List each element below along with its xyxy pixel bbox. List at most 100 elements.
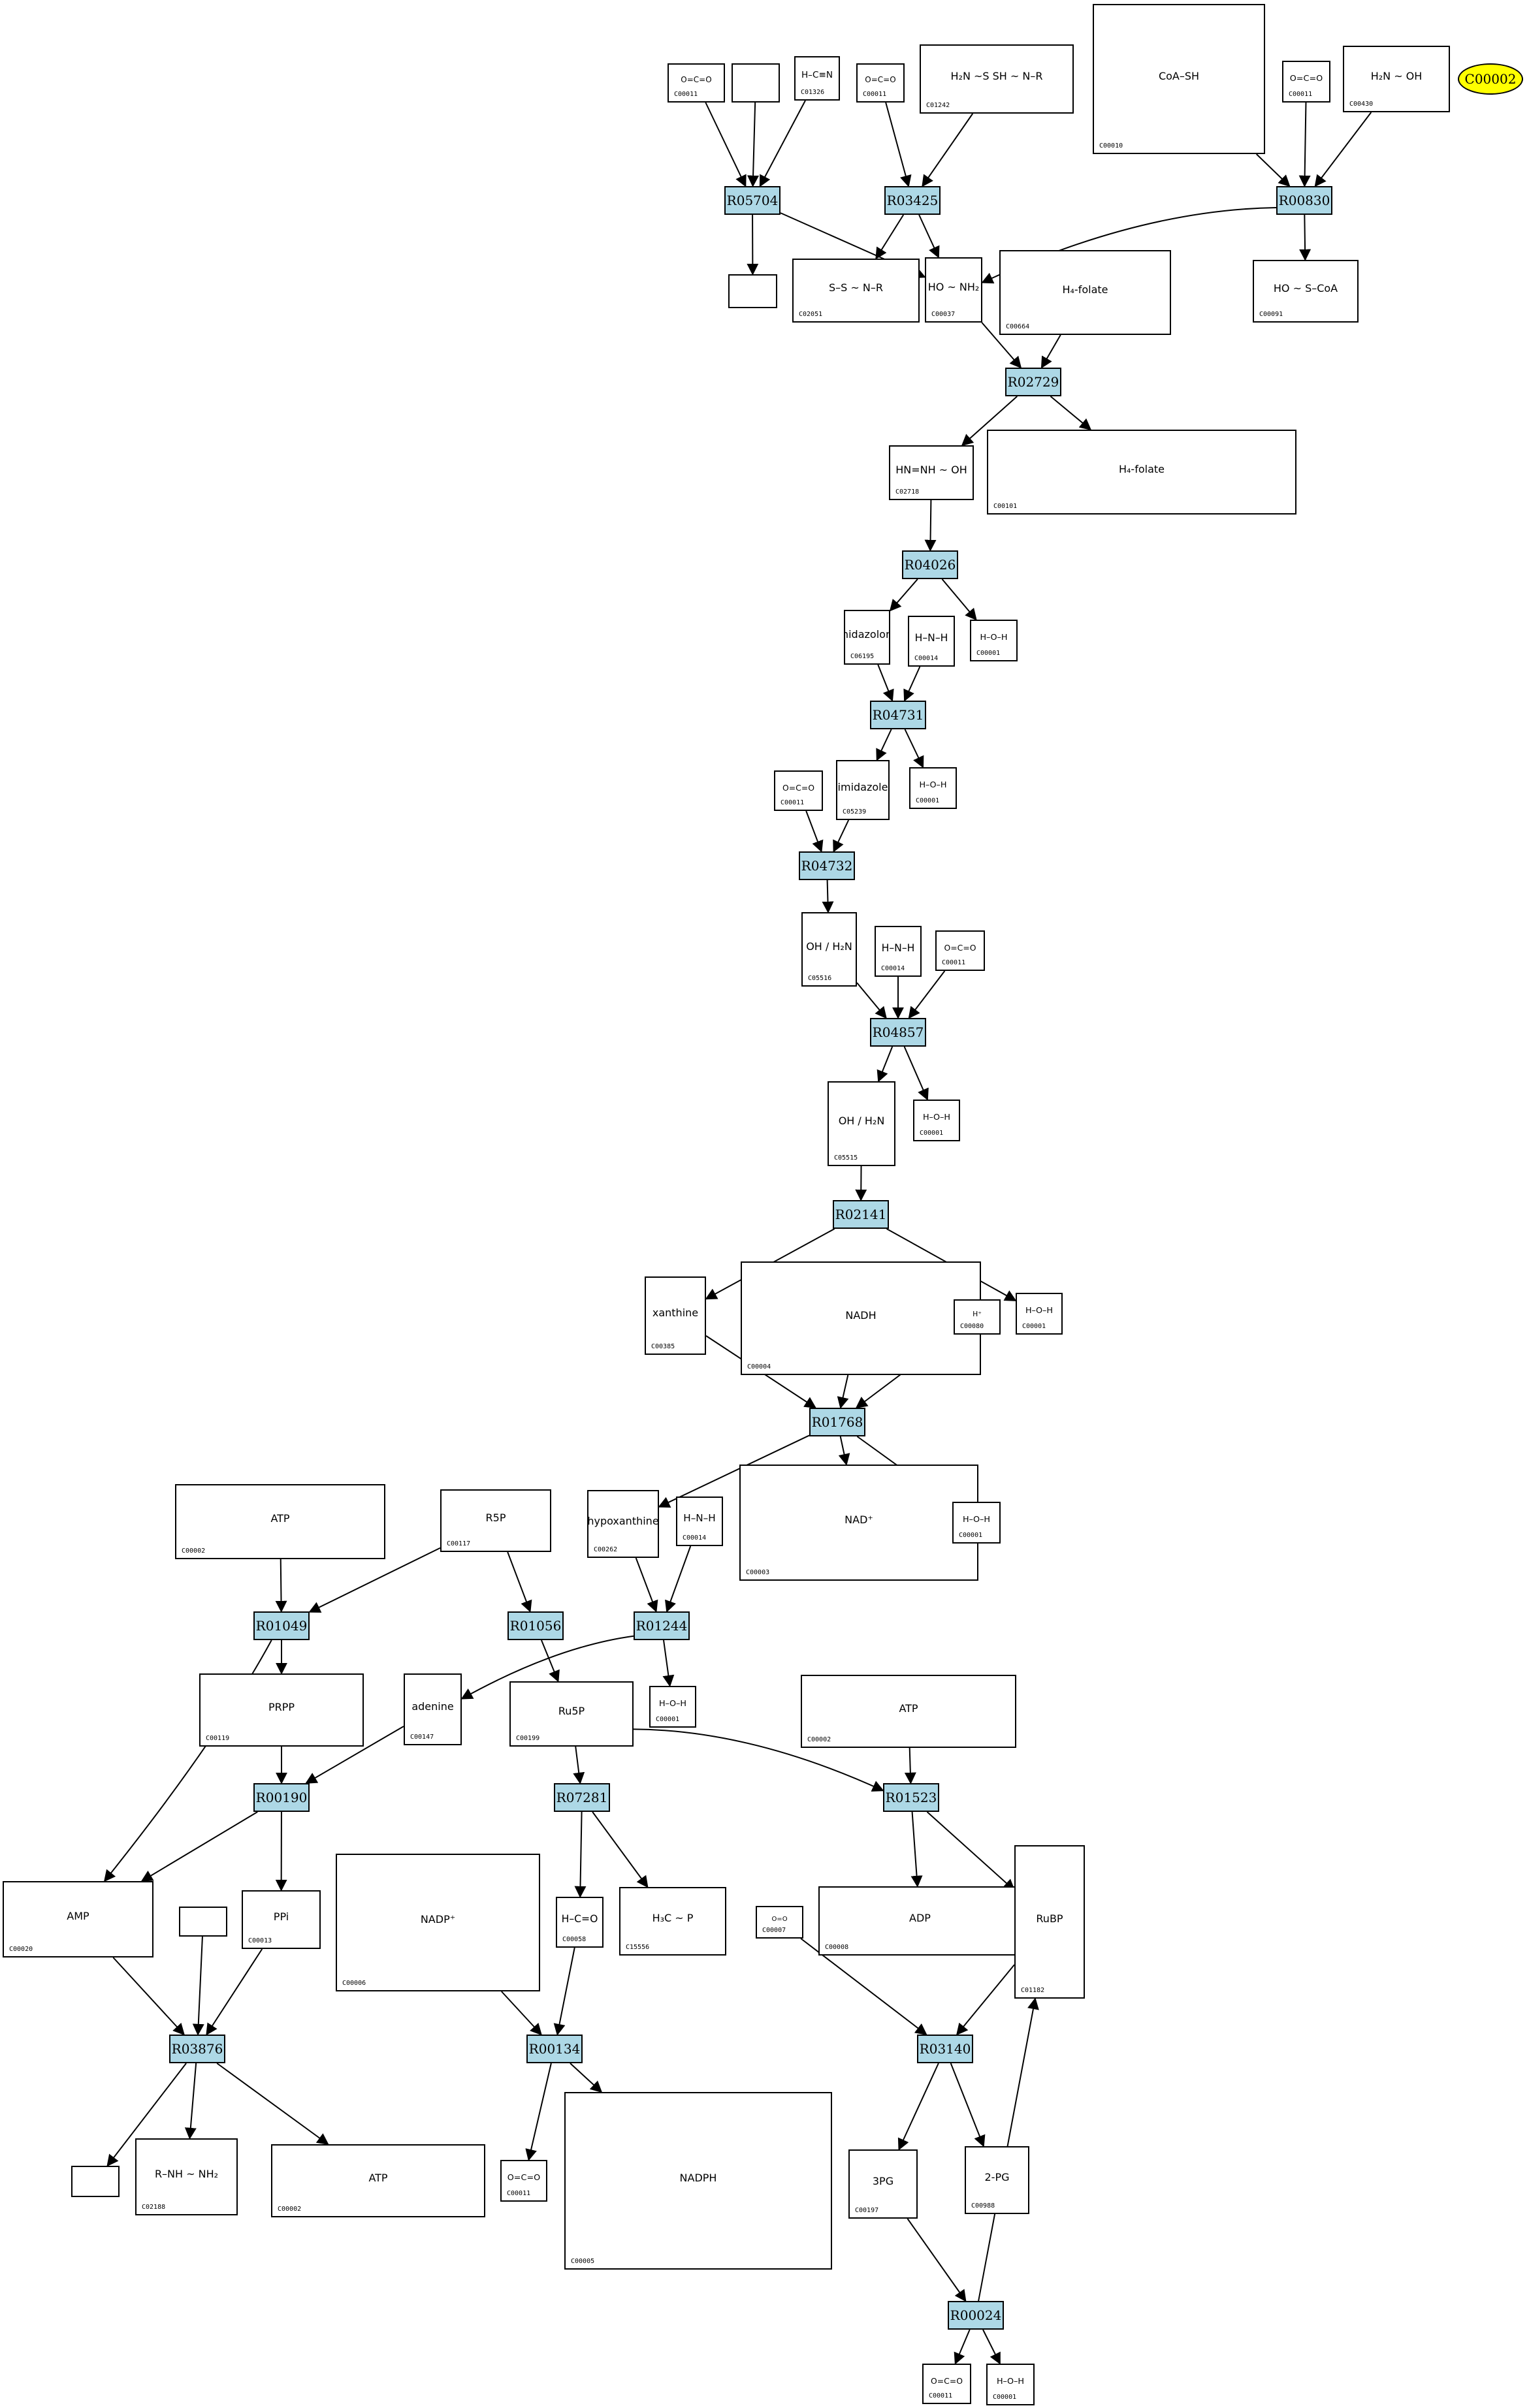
reaction-node-r00134[interactable]: R00134: [526, 2035, 583, 2063]
structure-glyph: R5P: [485, 1511, 506, 1524]
edge-c_k4-R00134: [501, 1991, 542, 2036]
reaction-node-r04026[interactable]: R04026: [902, 550, 958, 579]
reaction-node-r00024[interactable]: R00024: [948, 2301, 1004, 2330]
edge-c_d2-R04731: [903, 666, 921, 702]
reaction-node-r04732[interactable]: R04732: [799, 851, 855, 880]
compound-node-unlabeled[interactable]: [728, 274, 777, 308]
reaction-node-r04857[interactable]: R04857: [870, 1018, 926, 1047]
compound-id-label: C00011: [929, 2392, 953, 2400]
reaction-node-r02729[interactable]: R02729: [1005, 368, 1061, 396]
compound-node-c06195[interactable]: imidazoloneC06195: [844, 610, 890, 665]
reaction-node-r05704[interactable]: R05704: [724, 186, 781, 215]
reaction-node-r00190[interactable]: R00190: [253, 1783, 310, 1812]
compound-id-label: C00002: [182, 1547, 206, 1555]
compound-node-c00003[interactable]: NAD⁺C00003: [739, 1465, 978, 1581]
edge-R04857-c_g2: [903, 1046, 929, 1101]
structure-glyph: xanthine: [652, 1306, 699, 1319]
compound-id-label: C00058: [562, 1936, 587, 1943]
compound-id-label: C00001: [993, 2394, 1017, 2401]
reaction-node-r01523[interactable]: R01523: [883, 1783, 939, 1812]
reaction-node-r01768[interactable]: R01768: [809, 1408, 865, 1436]
reaction-node-r00830[interactable]: R00830: [1276, 186, 1332, 215]
structure-glyph: imidazolone: [845, 627, 889, 641]
reaction-node-r03140[interactable]: R03140: [917, 2035, 973, 2063]
reaction-node-r07281[interactable]: R07281: [554, 1783, 610, 1812]
reaction-node-r03425[interactable]: R03425: [884, 186, 941, 215]
structure-glyph: O=C=O: [865, 75, 896, 84]
edge-R03876-c_l1: [106, 2063, 187, 2167]
structure-glyph: NADP⁺: [420, 1913, 456, 1925]
reaction-node-r04731[interactable]: R04731: [870, 701, 926, 729]
compound-id-label: C00037: [931, 311, 956, 318]
highlight-node[interactable]: C00002: [1458, 63, 1523, 95]
structure-glyph: PRPP: [268, 1700, 295, 1713]
structure-glyph: H₃C ~ P: [652, 1912, 694, 1924]
reaction-node-r01244[interactable]: R01244: [634, 1611, 690, 1640]
compound-node-c00006[interactable]: NADP⁺C00006: [336, 1854, 540, 1991]
edge-c_h2-R01768: [837, 1374, 849, 1409]
reaction-node-r02141[interactable]: R02141: [833, 1200, 889, 1229]
compound-node-c00080[interactable]: H⁺C00080: [954, 1299, 1001, 1335]
compound-node-unlabeled[interactable]: [732, 63, 780, 103]
edge-c_k5-R00134: [553, 1947, 575, 2036]
reaction-node-r03876[interactable]: R03876: [169, 2035, 225, 2063]
reaction-node-r01049[interactable]: R01049: [253, 1611, 310, 1640]
edge-R03140-c_l7: [950, 2063, 986, 2147]
compound-node-unlabeled[interactable]: [71, 2166, 120, 2197]
edge-c_i3-R01244: [635, 1557, 658, 1613]
reaction-node-r01056[interactable]: R01056: [507, 1611, 564, 1640]
compound-node-unlabeled[interactable]: [179, 1907, 227, 1937]
